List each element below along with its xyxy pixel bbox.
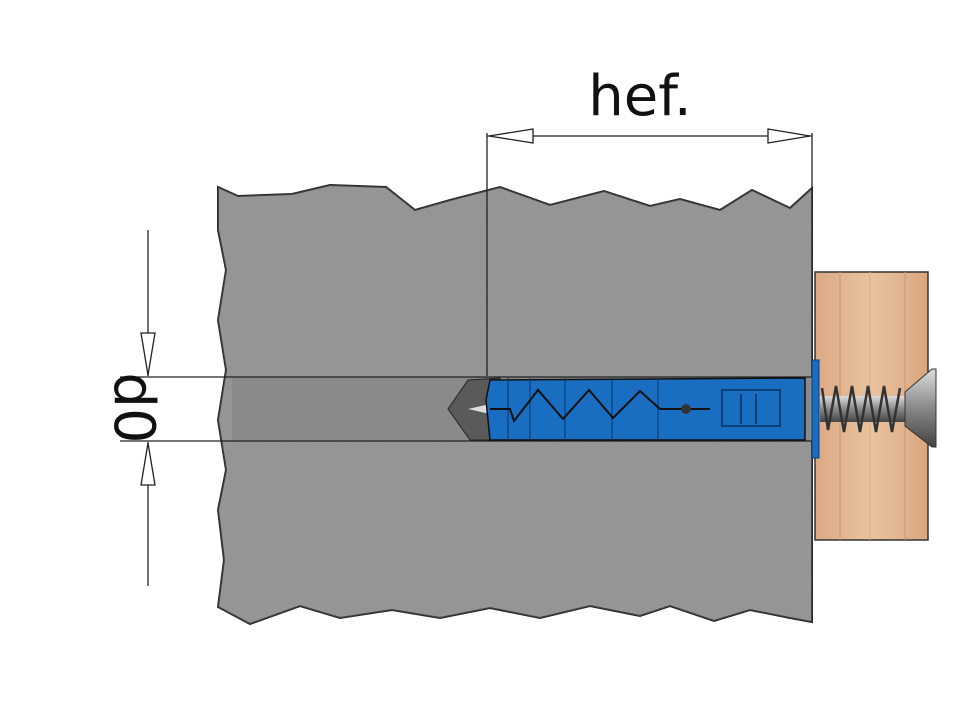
arrow-down-icon xyxy=(140,332,156,376)
d0-label: d0 xyxy=(101,372,166,443)
arrow-up-icon xyxy=(140,442,156,486)
drill-diameter-dimension: d0 xyxy=(101,230,166,586)
plastic-anchor xyxy=(447,359,820,459)
screw xyxy=(820,368,937,448)
embedment-depth-dimension: hef. xyxy=(486,64,813,376)
arrow-left-icon xyxy=(488,128,534,144)
hef-label: hef. xyxy=(588,64,691,129)
arrow-right-icon xyxy=(767,128,811,144)
